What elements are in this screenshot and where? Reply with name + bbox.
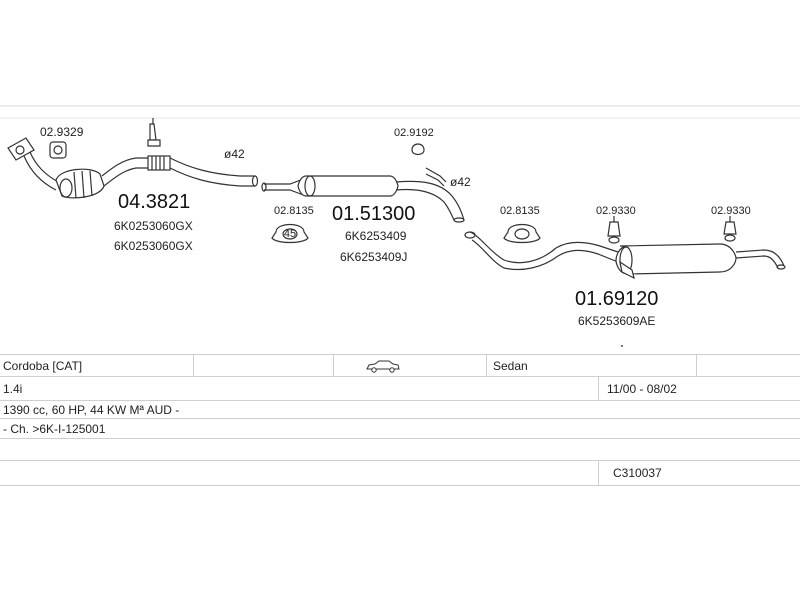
years-cell: 11/00 - 08/02 bbox=[607, 382, 677, 396]
rear-hanger-number-2: 02.9330 bbox=[711, 205, 751, 217]
diameter-label-a: ø42 bbox=[224, 147, 245, 161]
rear-muffler-oem: 6K5253609AE bbox=[578, 314, 655, 328]
rear-hanger-icon-2 bbox=[723, 216, 737, 242]
code-cell: C310037 bbox=[613, 466, 662, 480]
table-row-empty bbox=[0, 438, 800, 461]
table-row-code: C310037 bbox=[0, 460, 800, 486]
clamp-icon bbox=[49, 141, 67, 159]
chassis-cell: - Ch. >6K-I-125001 bbox=[3, 422, 106, 436]
body-type-cell: Sedan bbox=[493, 359, 528, 373]
dot-mark bbox=[621, 345, 623, 347]
rear-hanger-icon-1 bbox=[607, 216, 621, 244]
middle-oem-2: 6K6253409J bbox=[340, 250, 407, 264]
catalyst-part bbox=[7, 118, 259, 199]
gasket-icon-rear bbox=[503, 223, 541, 244]
gasket-number-b: 02.8135 bbox=[500, 205, 540, 217]
middle-oem-1: 6K6253409 bbox=[345, 229, 407, 243]
table-row-model: Cordoba [CAT] Sedan bbox=[0, 354, 800, 377]
table-row-engine: 1.4i 11/00 - 08/02 bbox=[0, 376, 800, 401]
car-icon bbox=[362, 355, 401, 377]
rear-hanger-number-1: 02.9330 bbox=[596, 205, 636, 217]
diameter-label-b: ø42 bbox=[450, 175, 471, 189]
middle-muffler-number: 01.51300 bbox=[332, 203, 415, 225]
clamp-number: 02.9329 bbox=[40, 125, 84, 139]
model-cell: Cordoba [CAT] bbox=[3, 359, 83, 373]
table-row-spec: 1390 cc, 60 HP, 44 KW Mª AUD - bbox=[0, 400, 800, 419]
table-row-chassis: - Ch. >6K-I-125001 bbox=[0, 418, 800, 439]
catalyst-oem-2: 6K0253060GX bbox=[114, 239, 193, 253]
spec-cell: 1390 cc, 60 HP, 44 KW Mª AUD - bbox=[3, 403, 180, 417]
middle-muffler-part bbox=[261, 175, 465, 223]
rear-muffler-part bbox=[464, 231, 786, 280]
hanger-number: 02.9192 bbox=[394, 127, 434, 139]
catalyst-number: 04.3821 bbox=[118, 191, 190, 213]
rear-muffler-number: 01.69120 bbox=[575, 288, 658, 310]
catalyst-oem-1: 6K0253060GX bbox=[114, 219, 193, 233]
engine-cell: 1.4i bbox=[3, 382, 23, 396]
hanger-icon bbox=[411, 143, 447, 187]
svg-text:45: 45 bbox=[284, 228, 296, 240]
gasket-icon: 45 bbox=[271, 223, 309, 244]
gasket-number-a: 02.8135 bbox=[274, 205, 314, 217]
